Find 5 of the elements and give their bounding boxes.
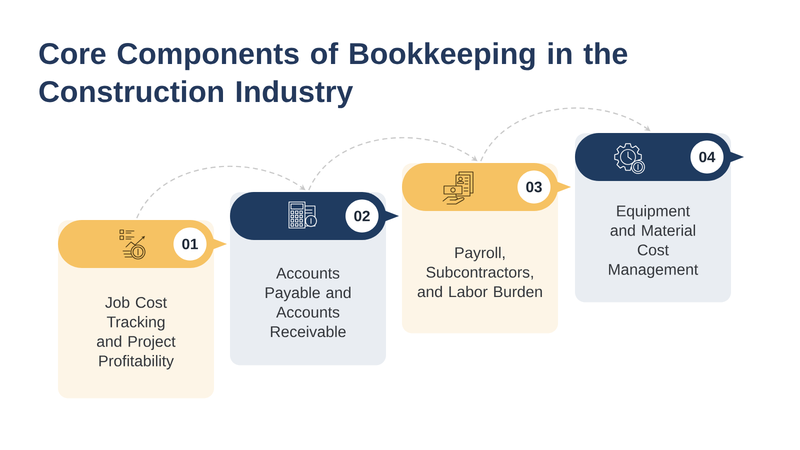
number-badge: 01 [174,228,206,260]
number-badge: 02 [346,200,378,232]
number-badge: 03 [518,170,550,204]
number-badge: 04 [690,140,724,174]
title: Core Components of Bookkeeping in the Construction Industry [39,42,628,108]
